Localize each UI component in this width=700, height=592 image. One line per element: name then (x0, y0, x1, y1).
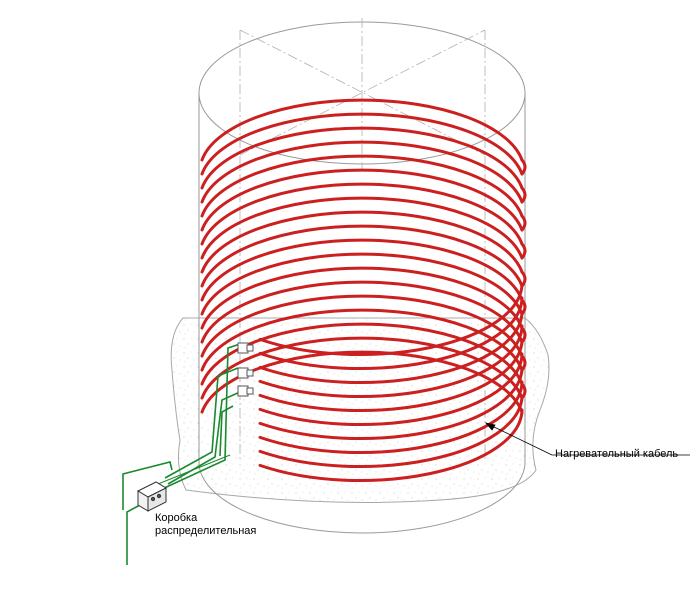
cable-turn (520, 326, 527, 344)
cable-coil-back (200, 154, 524, 218)
cable-coil-back (200, 280, 524, 344)
connection-box-middle (237, 367, 254, 379)
cable-coil-back (200, 98, 524, 162)
cable-turn (520, 214, 527, 232)
cable-coil-back (200, 238, 524, 302)
cable-coil-back (200, 252, 524, 316)
cable-turn (520, 270, 527, 288)
cable-coil-front (258, 282, 524, 356)
cable-coil-back (200, 112, 524, 176)
cable-coil-back (200, 168, 524, 232)
heating-cable-leader (484, 422, 690, 456)
cable-coil-back (200, 210, 524, 274)
connection-wires (122, 343, 241, 565)
cable-coil-front (258, 380, 524, 454)
cable-coil-front (258, 324, 524, 398)
cable-coil-back (200, 308, 524, 372)
cable-coil-back (200, 196, 524, 260)
cable-turn (520, 158, 527, 176)
connection-box-top (237, 342, 254, 354)
cable-turn (520, 186, 527, 204)
connection-box-bottom (237, 385, 254, 397)
cable-coil-front (258, 408, 524, 482)
heating-cable (200, 98, 527, 482)
cable-coil-back (200, 182, 524, 246)
junction-box-label-line2: распределительная (155, 525, 257, 537)
cable-coil-back (200, 126, 524, 190)
junction-box (136, 481, 168, 512)
cable-connection-boxes (237, 342, 254, 397)
heating-cable-label: Нагревательный кабель (555, 448, 679, 460)
cable-turn (520, 242, 527, 260)
cable-coil-front (258, 352, 524, 426)
cable-coil-back (200, 294, 524, 358)
cable-coil-front (258, 296, 524, 370)
cable-turn (520, 298, 527, 316)
tank-cylinder (198, 18, 526, 534)
cable-coil-front (258, 394, 524, 468)
cable-coil-front (258, 338, 524, 412)
cable-coil-back (200, 224, 524, 288)
junction-box-label-line1: Коробка (155, 512, 198, 524)
cable-coil-front (258, 310, 524, 384)
cable-coil-front (258, 366, 524, 440)
cable-turn (520, 382, 527, 400)
cable-coil-back (200, 140, 524, 204)
cable-turn (520, 354, 527, 372)
cable-coil-back (200, 266, 524, 330)
